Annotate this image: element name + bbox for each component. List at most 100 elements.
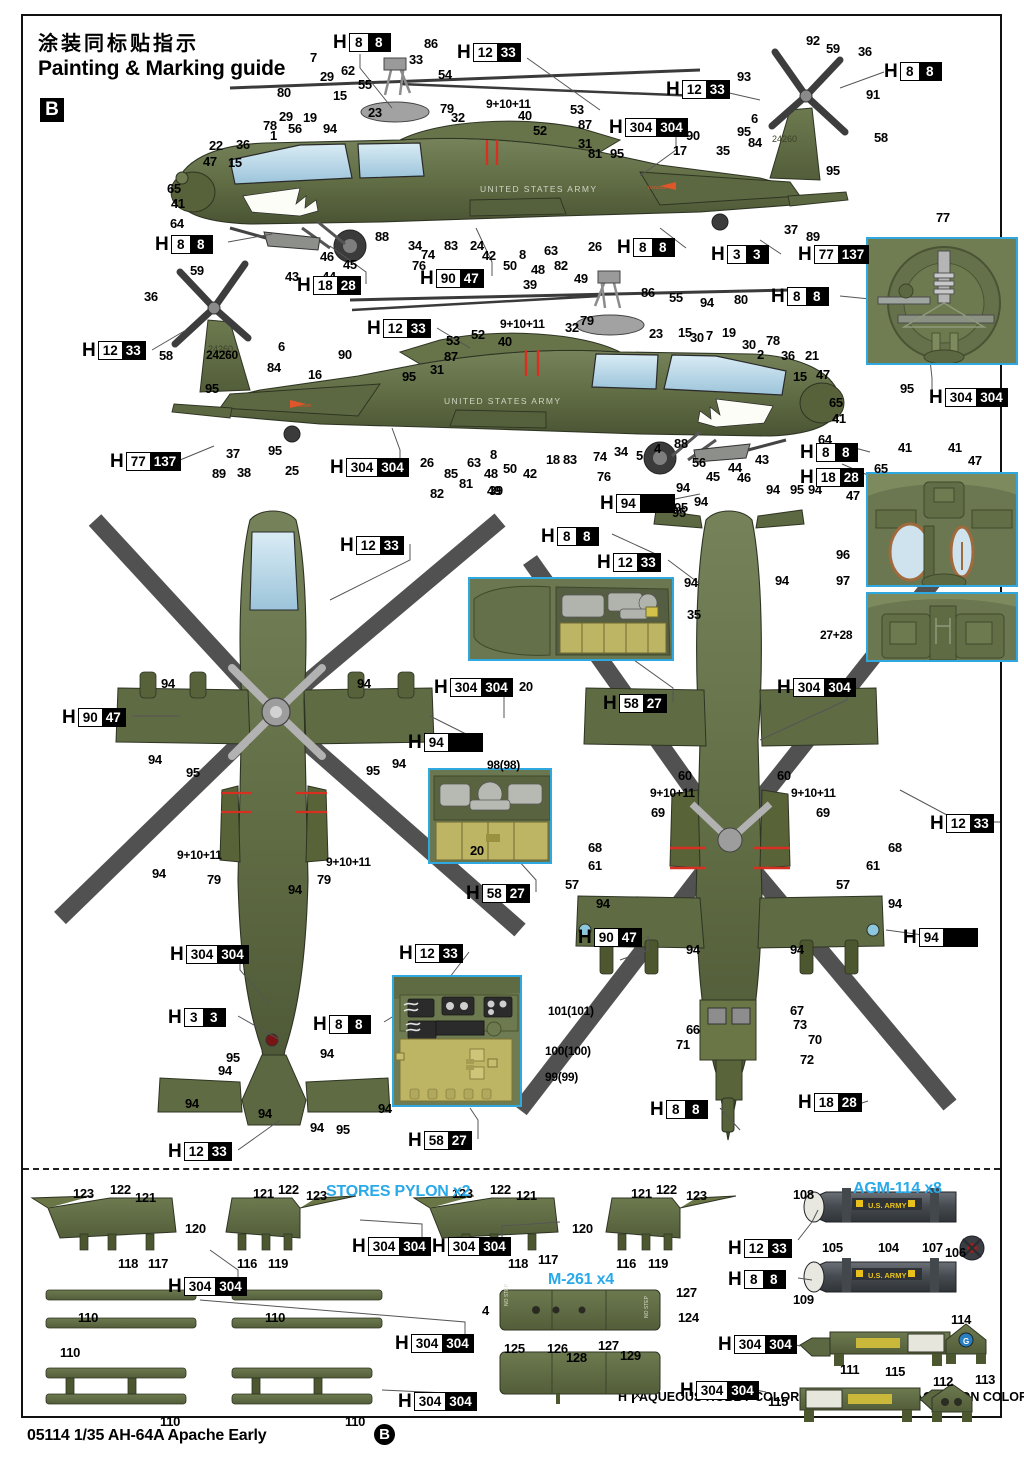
part-number-label: 47 <box>816 367 830 382</box>
part-number-label: 83 <box>563 452 577 467</box>
part-number-label: 113 <box>975 1372 996 1387</box>
part-number-label: 61 <box>866 858 880 873</box>
part-number-label: 94 <box>258 1106 272 1121</box>
inset-engine-bay-detail <box>468 577 674 661</box>
paint-code-mrcolor: 304 <box>217 946 248 963</box>
part-number-label: 81 <box>588 146 602 161</box>
paint-code-aqueous: 12 <box>613 554 637 571</box>
part-number-label: 38 <box>237 465 251 480</box>
part-number-label: 91 <box>866 87 880 102</box>
part-number-label: 52 <box>533 123 547 138</box>
paint-code-aqueous: 12 <box>184 1143 208 1160</box>
paint-callout-prefix: H <box>728 1238 742 1259</box>
part-number-label: 95 <box>268 443 282 458</box>
paint-callout-prefix: H <box>617 237 631 258</box>
paint-code-aqueous: 304 <box>696 1382 728 1399</box>
part-number-label: 9+10+11 <box>791 786 836 800</box>
part-number-label: 97 <box>836 573 850 588</box>
paint-code-mrcolor: 3 <box>202 1009 225 1026</box>
part-number-label: 9+10+11 <box>177 848 222 862</box>
paint-code-aqueous: 8 <box>744 1271 763 1288</box>
paint-code-aqueous: 304 <box>184 1278 216 1295</box>
paint-callout-prefix: H <box>330 457 344 478</box>
part-number-label: 40 <box>498 334 512 349</box>
svg-text:U.S. ARMY: U.S. ARMY <box>868 1271 906 1280</box>
part-number-label: 58 <box>159 348 173 363</box>
part-number-label: 110 <box>160 1414 181 1429</box>
part-number-label: 94 <box>378 1101 392 1116</box>
svg-text:24260: 24260 <box>772 134 797 144</box>
paint-code-mrcolor <box>447 734 482 751</box>
part-number-label: 49 <box>574 271 588 286</box>
paint-code-aqueous: 304 <box>186 946 218 963</box>
part-number-label: 90 <box>686 128 700 143</box>
paint-code-mrcolor: 28 <box>839 469 863 486</box>
paint-callout-prefix: H <box>798 244 812 265</box>
part-number-label: 26 <box>588 239 602 254</box>
part-number-label: 30 <box>690 330 704 345</box>
part-number-label: 20 <box>519 679 533 694</box>
agm114-lower: U.S. ARMY <box>803 1258 957 1293</box>
part-number-label: 56 <box>692 455 706 470</box>
part-number-label: 37 <box>226 446 240 461</box>
svg-text:DANGER: DANGER <box>648 185 668 190</box>
part-number-label: 77 <box>936 210 950 225</box>
paint-code-mrcolor: 27 <box>447 1132 471 1149</box>
part-number-label: 95 <box>336 1122 350 1137</box>
caption-stores-pylon: STORES PYLON x2 <box>326 1183 471 1200</box>
part-number-label: 8 <box>519 247 526 262</box>
part-number-label: 37 <box>784 222 798 237</box>
part-number-label: 111 <box>840 1362 860 1377</box>
part-number-label: 45 <box>706 469 720 484</box>
paint-code-mrcolor <box>942 929 977 946</box>
part-number-label: 83 <box>444 238 458 253</box>
paint-code-aqueous: 3 <box>727 246 746 263</box>
paint-callout-prefix: H <box>168 1141 182 1162</box>
part-number-label: 110 <box>265 1310 286 1325</box>
paint-code-mrcolor: 27 <box>642 695 666 712</box>
part-number-label: 123 <box>73 1186 94 1201</box>
part-number-label: 54 <box>438 67 452 82</box>
part-number-label: 88 <box>674 436 688 451</box>
paint-code-mrcolor: 137 <box>837 246 869 263</box>
part-number-label: 62 <box>341 63 355 78</box>
paint-code-aqueous: 304 <box>450 679 482 696</box>
part-number-label: 64 <box>170 216 184 231</box>
part-number-label: 36 <box>858 44 872 59</box>
part-number-label: 50 <box>503 258 517 273</box>
part-number-label: 59 <box>190 263 204 278</box>
part-number-label: 95 <box>186 765 200 780</box>
paint-code-aqueous: 77 <box>126 453 150 470</box>
part-number-label: 96 <box>836 547 850 562</box>
paint-code-aqueous: 18 <box>816 469 840 486</box>
paint-code-aqueous: 8 <box>787 288 806 305</box>
paint-code-mrcolor: 47 <box>617 929 641 946</box>
